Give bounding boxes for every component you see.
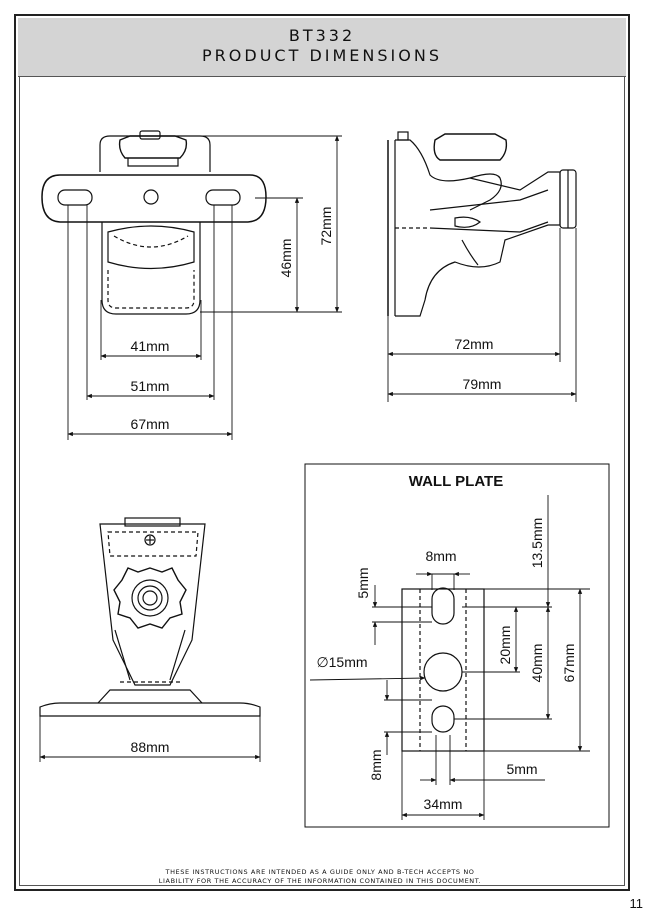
disclaimer-line-1: THESE INSTRUCTIONS ARE INTENDED AS A GUI…	[165, 868, 475, 876]
dim-13-5mm: 13.5mm	[529, 518, 545, 569]
dim-72mm-depth: 72mm	[455, 336, 494, 352]
front-view-drawing	[41, 130, 342, 440]
dim-67mm: 67mm	[131, 416, 170, 432]
dim-20mm: 20mm	[497, 626, 513, 665]
page-title: PRODUCT DIMENSIONS	[202, 46, 442, 65]
dim-72mm-height: 72mm	[318, 207, 334, 246]
model-title: BT332	[288, 26, 356, 45]
page-number: 11	[629, 896, 644, 911]
dim-8mm-vertical: 8mm	[368, 749, 384, 780]
dim-40mm: 40mm	[529, 644, 545, 683]
dim-51mm: 51mm	[131, 378, 170, 394]
top-view-drawing	[39, 517, 261, 762]
dim-46mm: 46mm	[278, 239, 294, 278]
dim-67mm-plate: 67mm	[561, 644, 577, 683]
dim-diameter-15mm: ∅15mm	[316, 654, 367, 670]
wall-plate-drawing	[304, 463, 610, 828]
dim-34mm: 34mm	[424, 796, 463, 812]
dim-5mm-horizontal: 5mm	[506, 761, 537, 777]
title-banner: BT332 PRODUCT DIMENSIONS	[18, 18, 626, 77]
dim-8mm-slot: 8mm	[425, 548, 456, 564]
disclaimer: THESE INSTRUCTIONS ARE INTENDED AS A GUI…	[60, 868, 580, 886]
disclaimer-line-2: LIABILITY FOR THE ACCURACY OF THE INFORM…	[158, 877, 482, 885]
dim-79mm: 79mm	[463, 376, 502, 392]
dim-41mm: 41mm	[131, 338, 170, 354]
side-view-drawing	[387, 131, 577, 402]
wall-plate-title: WALL PLATE	[409, 473, 503, 490]
dim-5mm-vertical: 5mm	[355, 567, 371, 598]
dim-88mm: 88mm	[131, 739, 170, 755]
